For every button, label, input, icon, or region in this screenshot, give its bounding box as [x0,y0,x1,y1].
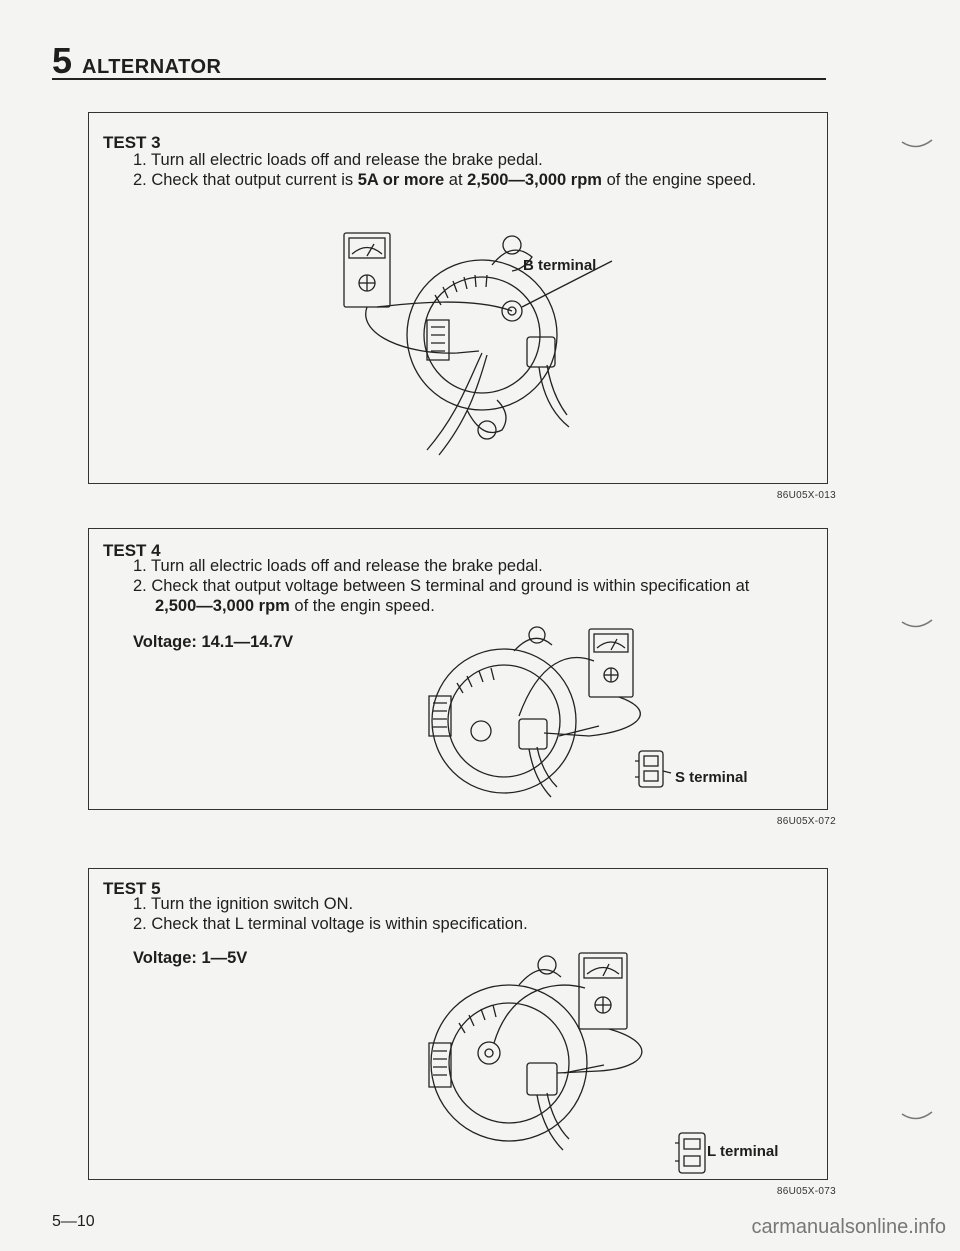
test-step: 1. Turn all electric loads off and relea… [133,151,543,169]
figure-code: 86U05X-073 [776,1186,836,1197]
voltage-spec: Voltage: 1—5V [133,949,248,967]
figure-code: 86U05X-072 [776,816,836,827]
alternator-illustration [428,626,672,798]
terminal-label: L terminal [707,1143,779,1160]
binder-mark [901,139,933,148]
test-step: 2. Check that output voltage between S t… [133,577,750,595]
terminal-label: B terminal [523,257,597,274]
alternator-figure [409,621,699,811]
binder-mark [901,619,933,628]
alternator-illustration [343,232,613,456]
figure-code: 86U05X-013 [776,490,836,501]
test-title: TEST 5 [103,879,161,898]
alternator-illustration [428,952,706,1174]
test-step: 2. Check that output current is 5A or mo… [133,171,757,189]
watermark: carmanualsonline.info [751,1216,946,1238]
test4-box: TEST 4 1. Turn all electric loads off an… [88,528,828,810]
test-title: TEST 4 [103,541,161,560]
section-header: 5 ALTERNATOR [52,40,221,82]
alternator-figure [409,943,709,1178]
section-title: ALTERNATOR [82,56,222,78]
test-step: 2,500—3,000 rpm of the engin speed. [155,597,435,615]
test3-box: TEST 3 1. Turn all electric loads off an… [88,112,828,484]
page-number: 5—10 [52,1213,95,1230]
alternator-figure [317,225,617,460]
test-step: 1. Turn the ignition switch ON. [133,895,354,913]
header-rule [52,78,826,80]
section-number: 5 [52,40,73,81]
terminal-label: S terminal [675,769,748,786]
test-title: TEST 3 [103,133,161,152]
test5-box: TEST 5 1. Turn the ignition switch ON. 2… [88,868,828,1180]
binder-mark [901,1111,933,1120]
voltage-spec: Voltage: 14.1—14.7V [133,633,294,651]
test-step: 1. Turn all electric loads off and relea… [133,557,543,575]
test-step: 2. Check that L terminal voltage is with… [133,915,528,933]
